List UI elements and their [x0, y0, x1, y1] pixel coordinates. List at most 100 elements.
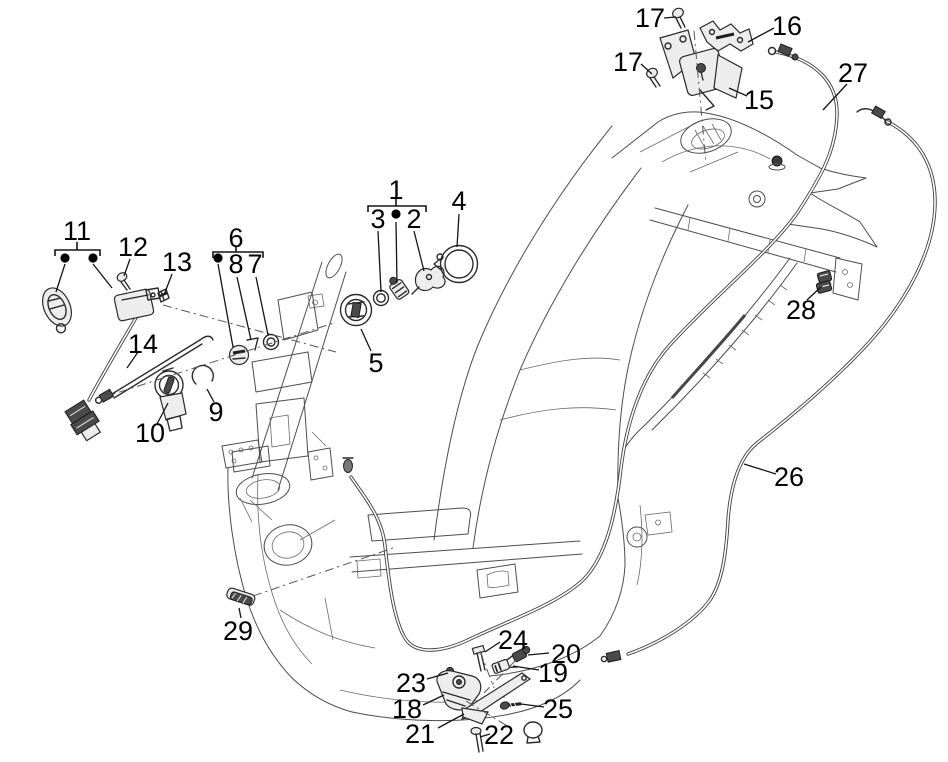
cable-27-end-fitting — [767, 43, 799, 61]
washer-7 — [262, 333, 280, 351]
glovebox-lock-18 — [436, 670, 482, 711]
assembly-axis-line-4 — [479, 650, 495, 689]
part-label-17-left: 17 — [613, 47, 643, 77]
part-label-1: 1 — [388, 175, 403, 205]
leader-line-30 — [520, 703, 545, 708]
leader-line-23 — [484, 641, 501, 653]
assembly-axis-line-1 — [100, 322, 335, 399]
leader-line-13 — [55, 263, 66, 293]
nipple-20-icon — [511, 645, 531, 663]
leader-line-19 — [206, 388, 215, 403]
striker-loop — [523, 721, 543, 744]
screw-22-icon — [470, 726, 484, 753]
part-label-18: 18 — [392, 694, 422, 724]
part-label-9: 9 — [208, 397, 223, 427]
leader-line-28 — [437, 713, 465, 729]
lock-cap-6 — [228, 344, 250, 366]
leader-line-27 — [422, 694, 445, 706]
assembly-axis-line-3 — [252, 546, 397, 597]
leader-line-29 — [479, 733, 491, 738]
group-bracket-1 — [212, 251, 264, 258]
leader-line-7 — [413, 230, 425, 272]
part-label-12: 12 — [118, 232, 148, 262]
part-label-21: 21 — [405, 719, 435, 749]
leader-line-12 — [255, 276, 269, 336]
leader-line-20 — [238, 607, 242, 619]
leader-line-5 — [377, 230, 382, 293]
assembly-axis-line-5 — [483, 659, 517, 694]
leader-line-1 — [747, 27, 775, 43]
cable-27-barrel-end — [342, 457, 354, 473]
part-label-20: 20 — [551, 639, 581, 669]
cable-26-end-fitting-top — [856, 105, 892, 126]
leader-line-21 — [806, 285, 823, 301]
key-fob-icon — [42, 287, 72, 334]
part-label-28: 28 — [786, 295, 816, 325]
group-bullet-0 — [391, 209, 401, 219]
adjuster-19-icon — [491, 654, 518, 674]
part-label-7: 7 — [247, 249, 262, 279]
key-cylinder — [389, 276, 410, 300]
assembly-axis-line-2 — [693, 30, 707, 165]
leader-line-26 — [426, 672, 449, 680]
saddle-lock-15 — [659, 29, 743, 111]
part-label-2: 2 — [406, 204, 421, 234]
bolt-24-icon — [471, 644, 486, 672]
leader-line-10 — [217, 263, 234, 348]
part-label-29: 29 — [223, 616, 253, 646]
part-label-6: 6 — [228, 223, 243, 253]
part-label-8: 8 — [228, 249, 243, 279]
leader-line-2 — [640, 63, 653, 75]
scooter-frame-drawing — [221, 111, 878, 722]
immobiliser-box — [113, 287, 161, 322]
lock-cylinder-10 — [154, 367, 187, 432]
group-bullet-1 — [213, 253, 223, 263]
leader-line-8 — [456, 213, 460, 248]
screw-17-top-icon — [672, 7, 686, 29]
leader-line-18 — [156, 402, 169, 425]
bezel-ring-4 — [433, 244, 479, 284]
part-label-24: 24 — [498, 625, 528, 655]
ignition-switch-5 — [339, 293, 373, 327]
part-label-26: 26 — [774, 462, 804, 492]
part-label-4: 4 — [451, 186, 466, 216]
leader-line-22 — [743, 463, 777, 475]
part-label-15: 15 — [744, 85, 774, 115]
part-label-27: 27 — [838, 58, 868, 88]
exploded-parts — [42, 7, 833, 753]
group-bullet-3 — [88, 253, 98, 263]
seat-catch-pin — [771, 155, 783, 167]
part-label-25: 25 — [543, 694, 573, 724]
part-label-16: 16 — [772, 11, 802, 41]
part-label-17-top: 17 — [635, 3, 665, 33]
group-bracket-0 — [367, 205, 427, 212]
part-label-3: 3 — [370, 204, 385, 234]
leader-line-17 — [126, 351, 139, 369]
assembly-axis-line-6 — [465, 700, 510, 728]
group-bullet-2 — [60, 253, 70, 263]
assembly-axis-line-0 — [162, 304, 337, 353]
reflector-29 — [226, 587, 256, 606]
leader-line-15 — [123, 258, 131, 277]
leader-line-3 — [728, 87, 748, 97]
part-label-22: 22 — [484, 720, 514, 750]
clip-28 — [815, 270, 833, 294]
leader-line-6 — [395, 221, 398, 284]
part-label-11: 11 — [63, 216, 91, 246]
part-label-14: 14 — [128, 329, 158, 359]
leader-lines — [55, 16, 848, 738]
leader-line-16 — [163, 273, 173, 296]
screw-25-icon — [499, 701, 522, 710]
leader-line-25 — [512, 665, 540, 671]
part-label-5: 5 — [368, 348, 383, 378]
screw-17-left-icon — [646, 67, 661, 88]
part-label-10: 10 — [135, 418, 165, 448]
leader-line-14 — [92, 263, 113, 289]
snap-ring-9 — [191, 364, 214, 385]
transmission-cables — [87, 43, 937, 663]
axis-lines — [100, 30, 707, 728]
